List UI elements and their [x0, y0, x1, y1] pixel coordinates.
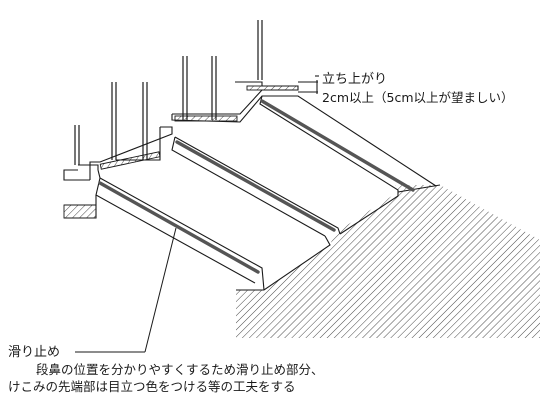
nosing-label: 滑り止め [8, 345, 61, 360]
nosing-description-line-1: 段鼻の位置を分かりやすくするため滑り止め部分、 [36, 362, 324, 377]
riser-height-label: 立ち上がり [322, 72, 388, 87]
nosing-strip-3 [98, 181, 260, 274]
nosing-description-line-2: けこみの先端部は目立つ色をつける等の工夫をする [8, 379, 296, 394]
riser-height-marker [298, 75, 319, 94]
tread-edge-hatching [63, 85, 299, 219]
riser-height-spec: 2cm以上（5cm以上が望ましい） [322, 90, 514, 105]
nosing-strip-2 [175, 140, 336, 232]
nosing-leader-line [75, 227, 177, 353]
handrail-posts [74, 20, 263, 165]
side-wall-hatching [236, 185, 540, 338]
nosing-strip-1 [260, 99, 415, 192]
nosing-strips [98, 99, 415, 274]
